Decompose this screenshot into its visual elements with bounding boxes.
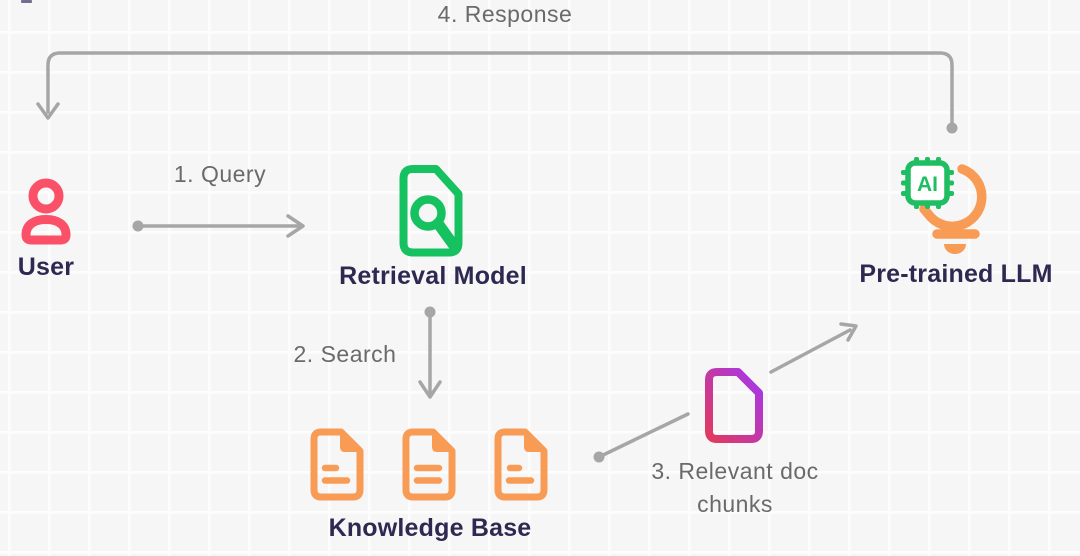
response-step-label: 4. Response xyxy=(437,1,573,27)
knowledge-base-doc-icon-3 xyxy=(492,427,550,503)
knowledge-base-label: Knowledge Base xyxy=(328,514,532,542)
search-step-label: 2. Search xyxy=(293,341,397,367)
retrieval-model-label: Retrieval Model xyxy=(339,262,527,290)
user-icon xyxy=(14,176,78,246)
ai-chip-icon: AI xyxy=(901,157,954,209)
query-arrow xyxy=(132,214,305,238)
pretrained-llm-label: Pre-trained LLM xyxy=(859,260,1053,288)
retrieval-model-icon xyxy=(396,164,466,258)
user-label: User xyxy=(17,253,75,281)
doc-chunk-icon xyxy=(702,367,766,445)
knowledge-base-doc-icon-2 xyxy=(400,427,458,503)
pretrained-llm-icon: AI xyxy=(898,150,1002,260)
response-arrow xyxy=(36,51,958,134)
chunks-step-line1: 3. Relevant doc xyxy=(651,458,819,484)
chunks-step-line2: chunks xyxy=(697,491,773,517)
knowledge-base-doc-icon-1 xyxy=(308,427,366,503)
top-edge-artifact xyxy=(21,0,32,3)
chunks-step-label: 3. Relevant doc chunks xyxy=(630,455,840,521)
query-step-label: 1. Query xyxy=(173,161,267,187)
ai-chip-text: AI xyxy=(917,173,938,196)
